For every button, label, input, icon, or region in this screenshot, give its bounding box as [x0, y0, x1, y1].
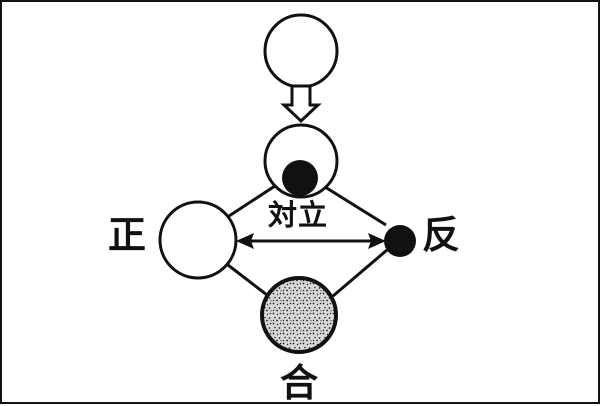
down-arrow-icon	[280, 84, 322, 124]
antithesis-node	[384, 225, 416, 257]
opposition-label: 対立	[268, 198, 329, 232]
synthesis-node	[260, 276, 338, 354]
antithesis-label: 反	[422, 213, 461, 257]
thesis-label: 正	[108, 213, 147, 257]
middle-split-node	[263, 123, 339, 199]
opposition-double-arrow	[236, 233, 386, 249]
thesis-node	[158, 200, 238, 280]
top-node	[263, 13, 339, 89]
connection-lines	[227, 180, 388, 298]
synthesis-label: 合	[280, 361, 319, 405]
